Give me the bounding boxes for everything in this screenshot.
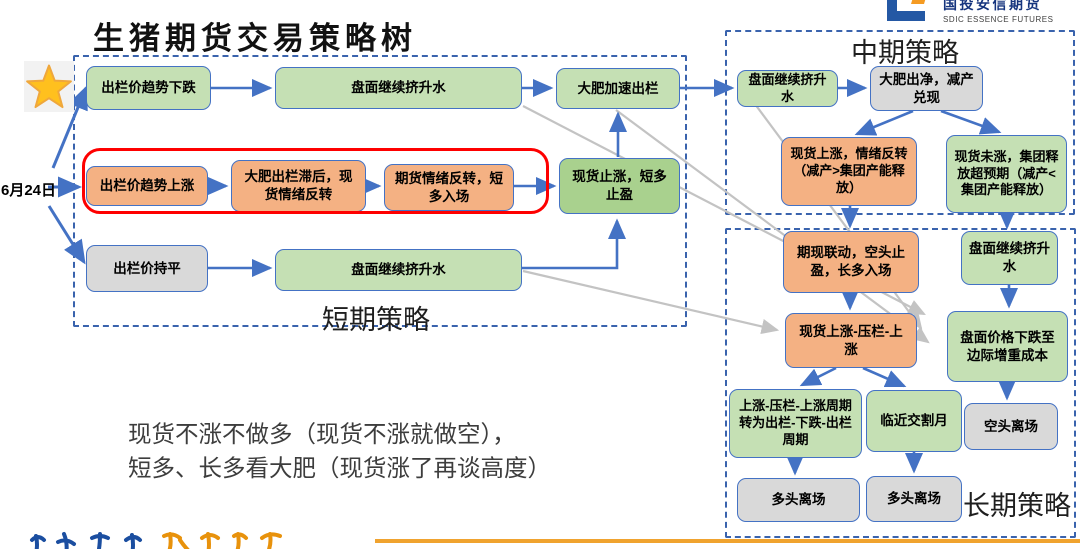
node-fat-pig-accelerate: 大肥加速出栏 — [556, 68, 680, 109]
node-spot-up-sentiment: 现货上涨，情绪反转（减产>集团产能释放） — [781, 137, 917, 206]
arrow-l3-l5 — [799, 366, 837, 387]
node-near-delivery-month: 临近交割月 — [866, 390, 962, 452]
arrow-s9-s7-elbow — [522, 218, 627, 270]
long-term-frame — [725, 228, 1076, 538]
arrow-l3-l6 — [862, 366, 907, 388]
flow-arrows — [47, 78, 1019, 476]
strategy-note-line2: 短多、长多看大肥（现货涨了再谈高度） — [128, 455, 551, 482]
strategy-note: 现货不涨不做多（现货不涨就做空）， 短多、长多看大肥（现货涨了再谈高度） — [128, 417, 551, 485]
cross-link-2 — [615, 109, 930, 344]
arrow-m2-m3 — [854, 109, 914, 136]
short-term-label: 短期策略 — [322, 305, 430, 335]
highlight-red-frame — [82, 148, 549, 214]
logo-name-cn: 国投安信期货 — [943, 0, 1042, 12]
arrow-m2-m4 — [940, 109, 1002, 135]
node-cycle-shift: 上涨-压栏-上涨周期转为出栏-下跌-出栏周期 — [729, 389, 862, 458]
node-spot-up-holdback: 现货上涨-压栏-上涨 — [785, 313, 917, 368]
strategy-note-line1: 现货不涨不做多（现货不涨就做空）， — [128, 421, 516, 447]
node-board-premium-1: 盘面继续挤升水 — [275, 67, 522, 109]
node-longs-exit-2: 多头离场 — [866, 476, 962, 522]
node-price-flat: 出栏价持平 — [86, 245, 208, 292]
company-logo: 国投安信期货 SDIC ESSENCE FUTURES — [887, 0, 1054, 24]
node-board-premium-2: 盘面继续挤升水 — [275, 249, 522, 291]
node-fat-pig-cleared: 大肥出净，减产兑现 — [870, 66, 983, 111]
logo-name-en: SDIC ESSENCE FUTURES — [943, 15, 1054, 24]
node-longs-exit-1: 多头离场 — [737, 478, 860, 522]
cross-link-3 — [522, 269, 780, 335]
node-spot-not-up: 现货未涨，集团释放超预期（减产<集团产能释放） — [946, 135, 1067, 213]
footer-calligraphy-decoration — [22, 526, 322, 549]
star-icon — [24, 61, 74, 112]
date-label: 6月24日 — [1, 182, 57, 199]
node-shorts-exit: 空头离场 — [964, 403, 1058, 450]
arrow-date-to-down — [51, 85, 88, 169]
node-board-premium-long: 盘面继续挤升水 — [961, 231, 1058, 285]
bottom-accent-bar — [375, 539, 1080, 543]
node-futures-sentiment-reversal: 期货情绪反转，短多入场 — [384, 164, 514, 211]
mid-term-label: 中期策略 — [851, 38, 959, 68]
arrow-date-to-flat — [47, 205, 86, 265]
node-price-fall-margin-cost: 盘面价格下跌至边际增重成本 — [947, 311, 1068, 382]
node-price-trend-up: 出栏价趋势上涨 — [86, 166, 208, 206]
cross-link-4 — [751, 99, 923, 330]
page-title: 生猪期货交易策略树 — [93, 21, 417, 57]
logo-mark-icon — [887, 0, 926, 21]
node-price-trend-down: 出栏价趋势下跌 — [86, 66, 211, 110]
node-fat-pig-lag: 大肥出栏滞后，现货情绪反转 — [231, 160, 366, 212]
mid-term-frame — [725, 30, 1075, 215]
node-futures-spot-linkage: 期现联动，空头止盈，长多入场 — [783, 231, 919, 293]
long-term-label: 长期策略 — [963, 491, 1071, 521]
node-board-premium-mid: 盘面继续挤升水 — [737, 70, 838, 107]
node-spot-stop-rising: 现货止涨，短多止盈 — [559, 158, 680, 214]
